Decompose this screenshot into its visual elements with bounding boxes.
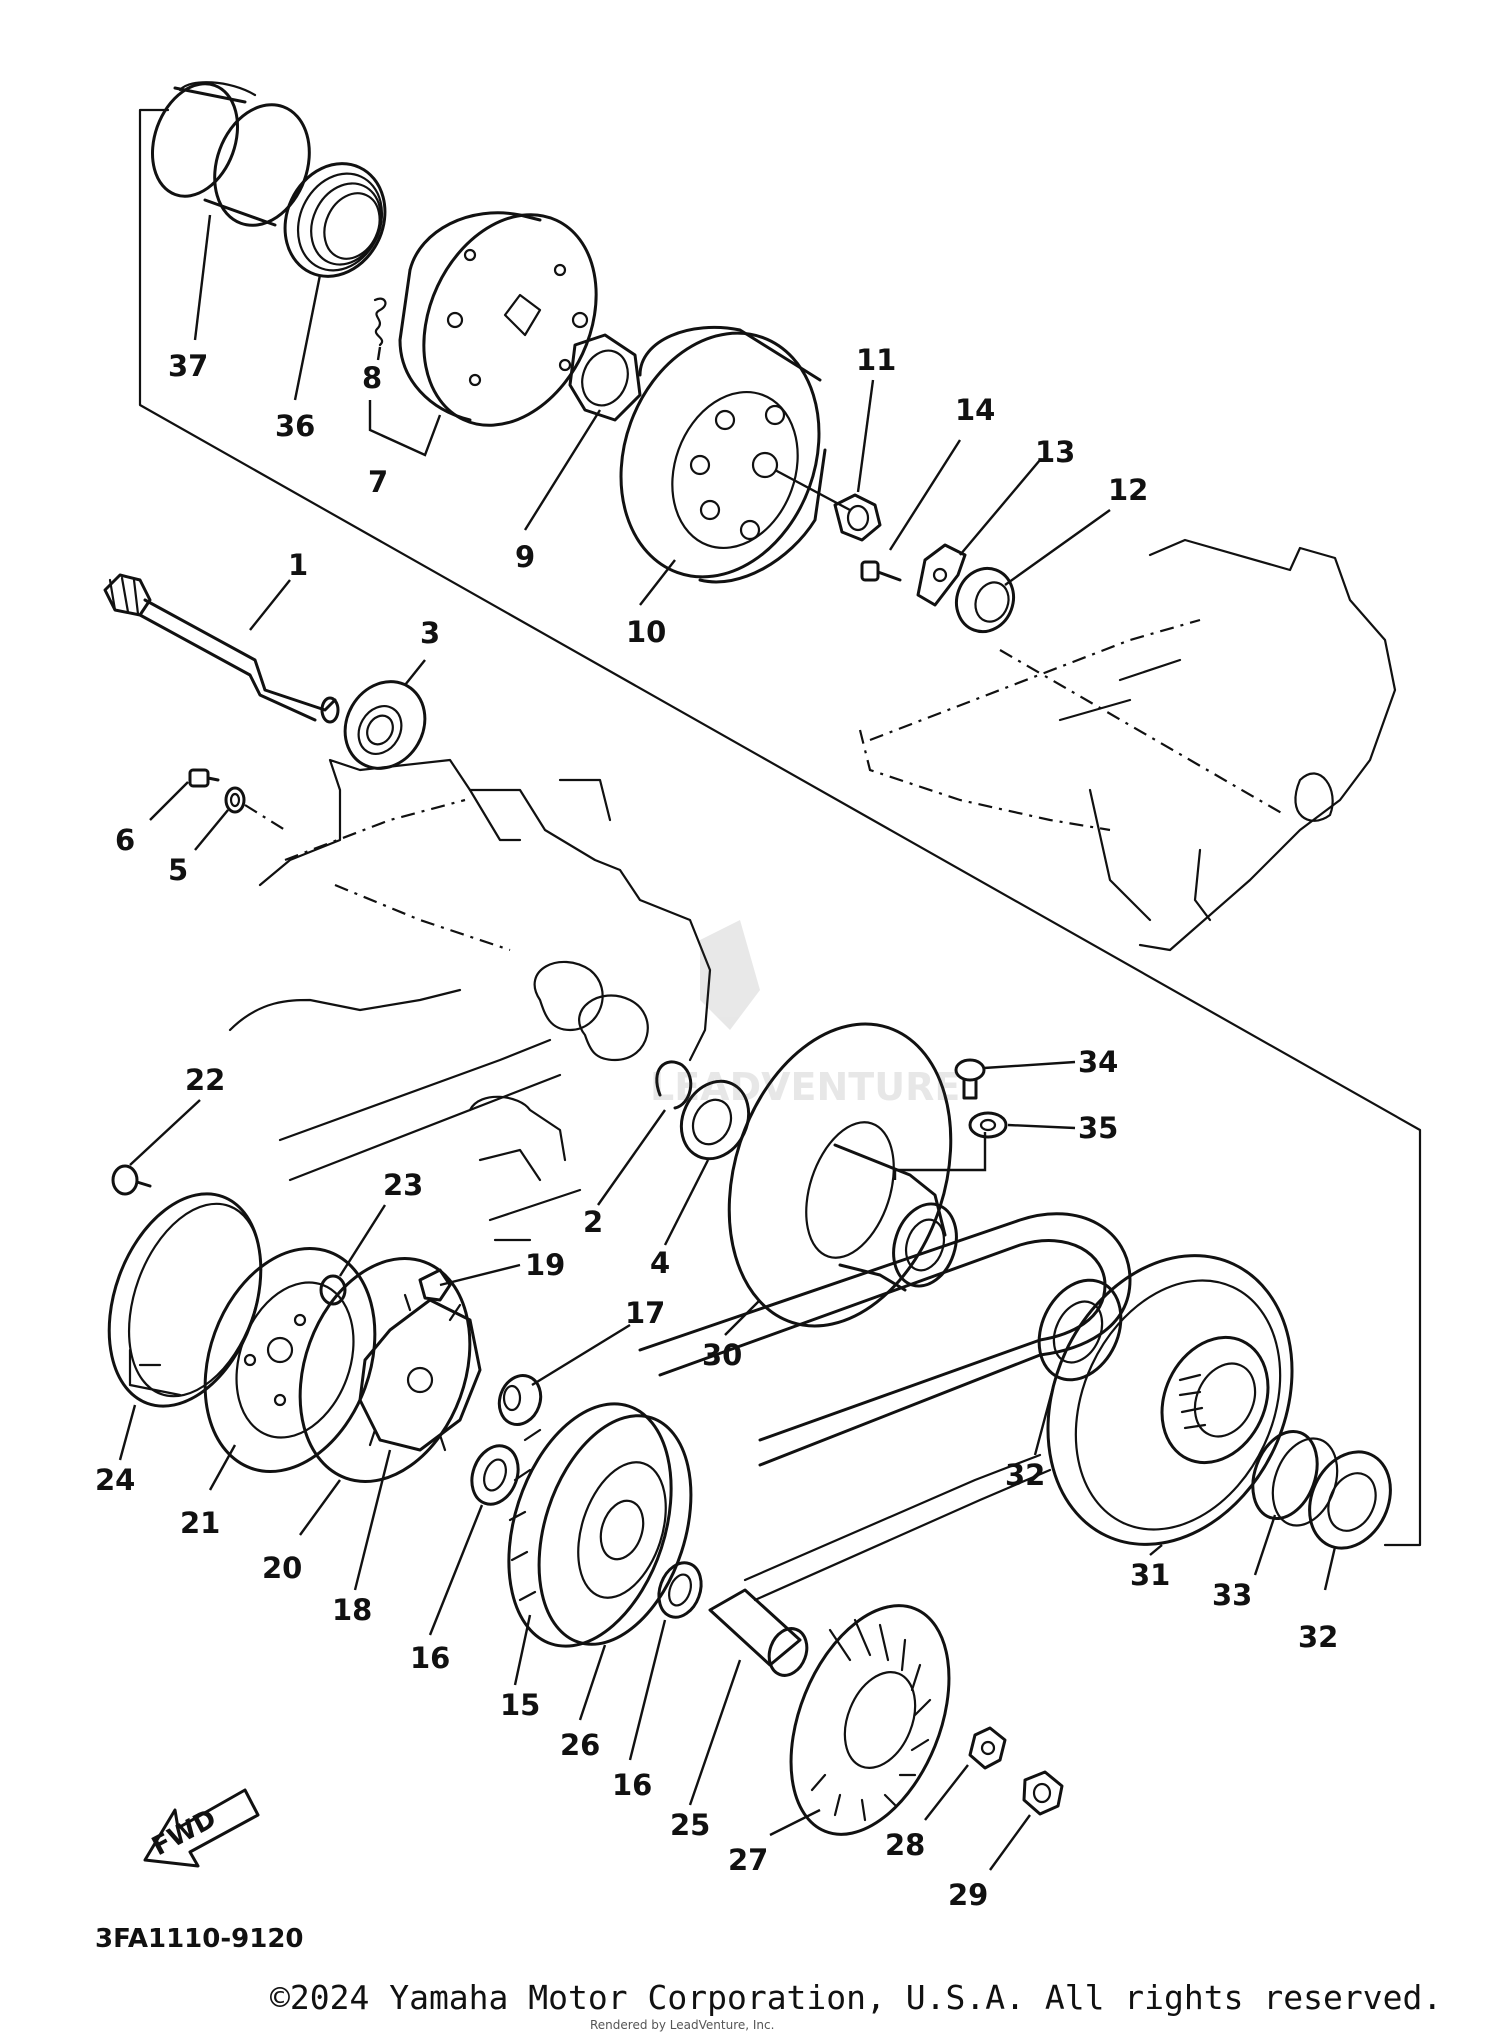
label-part-24: 24 <box>95 1463 135 1497</box>
label-part-18: 18 <box>332 1593 372 1627</box>
label-part-9: 9 <box>515 540 535 574</box>
label-part-3: 3 <box>420 616 440 650</box>
part-clutch-carrier <box>398 211 598 427</box>
label-part-10: 10 <box>626 615 666 649</box>
part-cover-21 <box>203 1247 377 1473</box>
label-part-7: 7 <box>368 465 388 499</box>
label-part-4: 4 <box>650 1246 670 1280</box>
label-part-34: 34 <box>1078 1045 1118 1079</box>
label-part-19: 19 <box>525 1248 565 1282</box>
fwd-arrow: FWD <box>143 1788 260 1868</box>
part-oil-seal-32-upper <box>1037 1278 1123 1382</box>
part-bolt-6 <box>188 768 220 788</box>
part-movable-sheave <box>507 1402 693 1648</box>
label-part-29: 29 <box>948 1878 988 1912</box>
label-part-8: 8 <box>362 361 382 395</box>
part-drive-shaft <box>103 573 340 724</box>
label-part-31: 31 <box>1130 1558 1170 1592</box>
rendered-by-credit: Rendered by LeadVenture, Inc. <box>590 2018 775 2032</box>
label-part-30: 30 <box>702 1338 742 1372</box>
part-clutch-bell <box>619 325 851 584</box>
label-part-17: 17 <box>625 1296 665 1330</box>
part-nut-29 <box>1022 1770 1064 1816</box>
label-part-35: 35 <box>1078 1111 1118 1145</box>
label-part-28: 28 <box>885 1828 925 1862</box>
label-part-15: 15 <box>500 1688 540 1722</box>
diagram-code: 3FA1110-9120 <box>95 1924 304 1954</box>
label-part-37: 37 <box>168 349 208 383</box>
part-screw-22 <box>111 1164 152 1196</box>
part-cam-plate-18 <box>358 1293 482 1452</box>
part-gasket-20 <box>298 1257 472 1483</box>
part-oil-seal-32-lower <box>1308 1450 1392 1550</box>
part-weight-roller-17 <box>497 1374 543 1426</box>
part-pin-34 <box>954 1058 986 1100</box>
part-cover-ring-24 <box>107 1192 263 1408</box>
part-secondary-sheave <box>1046 1254 1294 1546</box>
part-sleeve-25 <box>708 1588 809 1677</box>
part-nut-11 <box>833 493 882 542</box>
part-spring <box>283 162 387 278</box>
part-clutch-housing-cup <box>150 81 311 227</box>
part-collar-35 <box>968 1111 1008 1139</box>
part-circlip-2 <box>655 1060 693 1110</box>
part-small-spring <box>373 297 387 347</box>
label-part-16-a: 16 <box>410 1641 450 1675</box>
part-slider-19 <box>418 1268 452 1302</box>
label-part-27: 27 <box>728 1843 768 1877</box>
label-part-13: 13 <box>1035 435 1075 469</box>
label-part-22: 22 <box>185 1063 225 1097</box>
watermark: LEADVENTURE <box>650 920 960 1109</box>
part-screw-23 <box>319 1274 347 1306</box>
label-part-5: 5 <box>168 853 188 887</box>
copyright-notice: ©2024 Yamaha Motor Corporation, U.S.A. A… <box>270 1978 1443 2017</box>
label-part-20: 20 <box>262 1551 302 1585</box>
leader-lines <box>118 214 1337 1871</box>
label-part-11: 11 <box>856 343 896 377</box>
fwd-label: FWD <box>147 1804 221 1862</box>
crankcase-housing <box>858 538 1397 952</box>
label-part-21: 21 <box>180 1506 220 1540</box>
part-fixed-sheave <box>727 1022 958 1328</box>
upper-assembly-frame <box>138 108 1422 1547</box>
part-washer-28 <box>968 1726 1007 1770</box>
label-part-14: 14 <box>955 393 995 427</box>
label-part-26: 26 <box>560 1728 600 1762</box>
label-part-32-upper: 32 <box>1005 1458 1045 1492</box>
label-part-1: 1 <box>288 548 308 582</box>
label-part-23: 23 <box>383 1168 423 1202</box>
part-bearing-12 <box>955 566 1015 634</box>
label-part-12: 12 <box>1108 473 1148 507</box>
watermark-text: LEADVENTURE <box>650 1065 960 1109</box>
label-part-32-lower: 32 <box>1298 1620 1338 1654</box>
part-number-labels: 37 36 8 7 9 10 11 14 13 12 1 3 6 5 22 23… <box>95 343 1338 1912</box>
part-bolt-14 <box>860 560 902 582</box>
part-plate-13 <box>916 543 967 607</box>
label-part-6: 6 <box>115 823 135 857</box>
part-washer-5 <box>224 786 286 831</box>
label-part-2: 2 <box>583 1205 603 1239</box>
part-bearing-3 <box>343 680 427 770</box>
label-part-16-b: 16 <box>612 1768 652 1802</box>
part-v-belt <box>638 1212 1132 1602</box>
label-part-25: 25 <box>670 1808 710 1842</box>
part-fan-sheave <box>789 1604 951 1836</box>
part-bush-16-a <box>470 1444 520 1506</box>
part-hex-nut-large <box>568 333 642 422</box>
transmission-case <box>228 758 712 1242</box>
label-part-33: 33 <box>1212 1578 1252 1612</box>
label-part-36: 36 <box>275 409 315 443</box>
part-bush-16-b <box>657 1561 703 1619</box>
